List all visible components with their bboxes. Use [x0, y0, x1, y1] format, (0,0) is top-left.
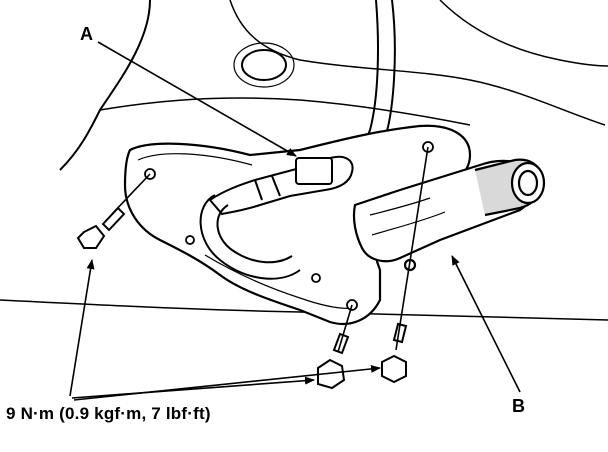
wiper-motor: [352, 158, 546, 272]
body-panel: [0, 0, 608, 321]
leader-lines: [69, 41, 521, 401]
callout-a-label: A: [80, 24, 93, 44]
callout-b-label: B: [512, 396, 525, 416]
panel-hole: [233, 42, 295, 88]
cable-loop: [199, 194, 301, 280]
connector: [208, 155, 354, 216]
bolt-middle: [317, 332, 350, 390]
bolt-left: [76, 206, 126, 249]
torque-spec-label: 9 N·m (0.9 kgf·m, 7 lbf·ft): [6, 404, 211, 423]
bolt-right: [381, 322, 408, 384]
